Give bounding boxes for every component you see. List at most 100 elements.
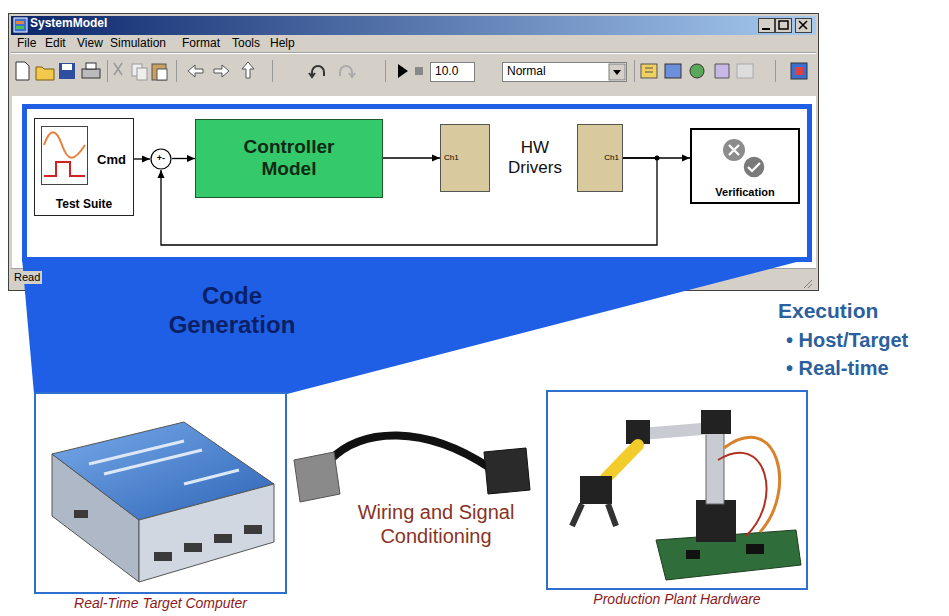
stop-time-field bbox=[431, 63, 475, 82]
port-label: Ch1 bbox=[444, 153, 474, 163]
signal-line bbox=[172, 155, 195, 162]
sine-wave bbox=[44, 132, 85, 158]
test-suite-block: CmdTest Suite bbox=[34, 118, 134, 216]
verification-icon bbox=[723, 139, 765, 178]
block-label: Verification bbox=[692, 186, 798, 199]
stop-time-value: 10.0 bbox=[435, 64, 458, 78]
wire bbox=[718, 453, 766, 536]
cable-picture bbox=[294, 435, 530, 502]
pass-badge bbox=[743, 156, 765, 178]
separator bbox=[11, 53, 816, 54]
base-servo bbox=[696, 500, 736, 542]
branch-point bbox=[655, 156, 660, 161]
robot-arm-picture bbox=[572, 410, 801, 580]
chip bbox=[746, 544, 764, 554]
port-label: Cmd bbox=[97, 152, 133, 168]
separator bbox=[634, 60, 635, 82]
sum-block: +- bbox=[150, 148, 172, 170]
controller-block: Controller Model bbox=[195, 119, 383, 198]
forearm bbox=[606, 445, 638, 478]
signal-generator-icon bbox=[42, 127, 88, 185]
device-port bbox=[74, 510, 88, 518]
separator bbox=[107, 60, 108, 82]
device-front bbox=[139, 484, 274, 582]
bullet-item: • Host/Target bbox=[786, 328, 908, 352]
mode-value: Normal bbox=[507, 64, 546, 78]
menu-item: Simulation bbox=[110, 36, 166, 50]
check-mark bbox=[748, 163, 760, 171]
scope-frame bbox=[42, 127, 88, 185]
block-label: Controller Model bbox=[224, 136, 354, 182]
target-computer-picture bbox=[52, 422, 274, 582]
forward-icon bbox=[214, 65, 229, 77]
menu-item: Tools bbox=[232, 36, 260, 50]
section-heading: Execution bbox=[778, 298, 878, 323]
window-icon bbox=[16, 26, 24, 29]
paste-icon bbox=[152, 64, 166, 80]
model-canvas bbox=[12, 96, 816, 268]
minimize-glyph bbox=[762, 28, 770, 30]
signal-line bbox=[383, 155, 440, 162]
update-icon bbox=[690, 64, 704, 78]
redo-icon bbox=[340, 66, 355, 78]
open-icon bbox=[36, 67, 54, 80]
library-icon bbox=[645, 68, 653, 72]
run-icon bbox=[398, 64, 408, 78]
signal-path bbox=[383, 157, 440, 158]
arrow-head bbox=[142, 156, 150, 163]
driver-block: Ch1 bbox=[440, 124, 490, 192]
signal-line bbox=[134, 156, 150, 163]
disabled-icon bbox=[737, 64, 753, 78]
device-port bbox=[214, 534, 232, 543]
arrow-head bbox=[432, 155, 440, 162]
gripper bbox=[572, 504, 616, 526]
menu-item: View bbox=[77, 36, 103, 50]
band-label: Code Generation bbox=[152, 282, 312, 340]
wrist-servo bbox=[580, 476, 612, 504]
mode-dropdown bbox=[503, 63, 627, 82]
debug-icon bbox=[715, 64, 729, 78]
verification-block: Verification bbox=[690, 128, 800, 204]
wire bbox=[724, 437, 780, 532]
panel-caption: Production Plant Hardware bbox=[548, 591, 806, 608]
close-glyph bbox=[799, 21, 807, 29]
print-icon bbox=[82, 69, 100, 78]
window-chrome bbox=[9, 14, 819, 291]
new-icon bbox=[16, 62, 29, 80]
menu-item: Format bbox=[182, 36, 220, 50]
driver-block: Ch1 bbox=[577, 124, 623, 192]
build-icon bbox=[791, 63, 807, 79]
cross-mark bbox=[729, 145, 739, 155]
arrow-head bbox=[187, 155, 195, 162]
band-shape bbox=[22, 258, 812, 394]
dropdown-button bbox=[609, 64, 625, 80]
resize-grip bbox=[804, 280, 812, 288]
paste-icon bbox=[157, 69, 167, 80]
separator bbox=[176, 60, 177, 82]
window-icon bbox=[16, 21, 24, 24]
build-icon bbox=[795, 67, 803, 75]
menu-item: Help bbox=[270, 36, 295, 50]
minimize-button bbox=[759, 19, 775, 33]
chip bbox=[686, 550, 700, 559]
dropdown-arrow bbox=[613, 70, 621, 75]
library-icon bbox=[641, 64, 657, 78]
panel-caption: Real-Time Target Computer bbox=[36, 595, 285, 612]
arrow-head bbox=[158, 170, 165, 178]
maximize-button bbox=[776, 19, 792, 33]
up-icon bbox=[242, 62, 254, 78]
cut-icon bbox=[114, 63, 122, 75]
save-icon bbox=[62, 64, 72, 70]
separator bbox=[775, 60, 776, 82]
cable-label: Wiring and Signal Conditioning bbox=[336, 500, 536, 548]
undo-icon bbox=[309, 66, 324, 78]
bullet-item: • Real-time bbox=[786, 356, 889, 380]
explorer-icon bbox=[665, 64, 681, 78]
cable bbox=[330, 435, 490, 468]
plant-hardware-panel: Production Plant Hardware bbox=[546, 390, 808, 590]
target-computer-panel: Real-Time Target Computer bbox=[34, 392, 287, 594]
device-port bbox=[184, 543, 202, 552]
menu-item: File bbox=[17, 36, 36, 50]
stop-icon bbox=[415, 67, 423, 75]
